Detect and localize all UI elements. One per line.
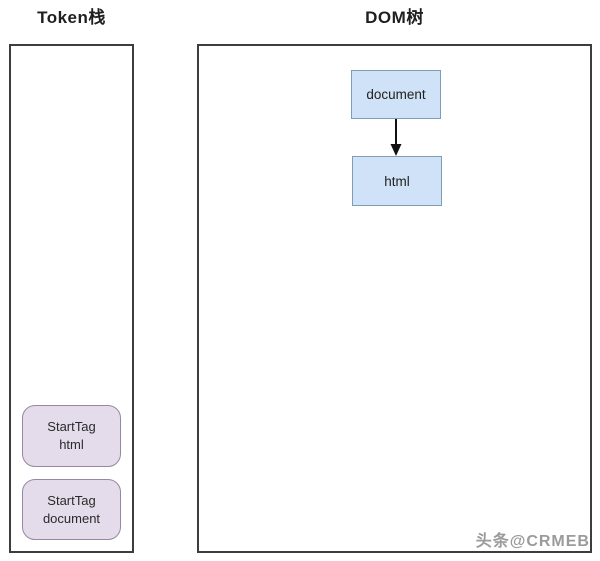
token-stack-panel xyxy=(9,44,134,553)
watermark: 头条@CRMEB xyxy=(475,533,590,550)
arrow-down-icon xyxy=(390,119,402,156)
token-starttag-html: StartTag html xyxy=(22,405,121,467)
dom-tree-title: DOM树 xyxy=(365,8,424,27)
dom-node-html: html xyxy=(352,156,442,206)
token-stack-title: Token栈 xyxy=(37,8,106,27)
token-starttag-document: StartTag document xyxy=(22,479,121,540)
dom-tree-panel xyxy=(197,44,592,553)
dom-node-document: document xyxy=(351,70,441,119)
